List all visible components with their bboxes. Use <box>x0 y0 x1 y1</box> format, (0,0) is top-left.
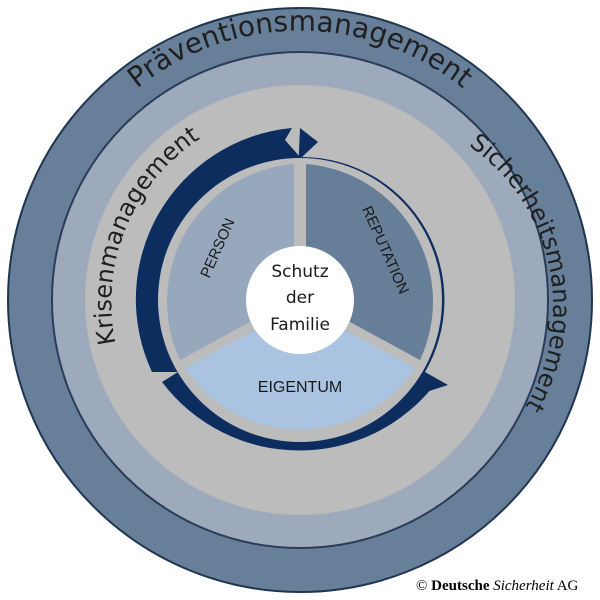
copyright-notice: © Deutsche Sicherheit AG <box>416 578 578 595</box>
center-label-line1: Schutz <box>271 262 328 282</box>
center-label-line3: Familie <box>270 315 330 335</box>
center-label-line2: der <box>286 288 314 308</box>
arrow-bottom <box>162 372 436 451</box>
sector-label-eigentum: EIGENTUM <box>258 379 342 396</box>
arrow-left <box>135 128 300 372</box>
center-circle <box>246 246 354 354</box>
copyright-suffix: AG <box>556 578 579 594</box>
copyright-brand-bold: Deutsche <box>431 578 490 594</box>
sector-eigentum <box>185 306 415 430</box>
copyright-brand-italic: Sicherheit <box>493 578 554 594</box>
copyright-symbol: © <box>416 578 428 594</box>
